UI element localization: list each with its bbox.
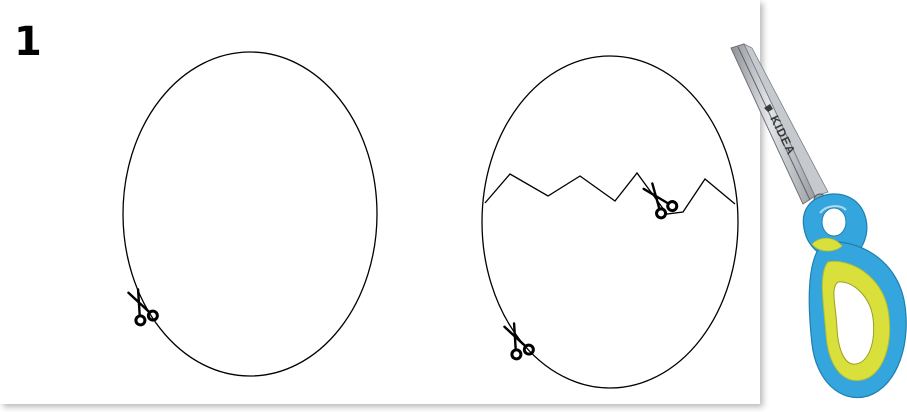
scissors-photo: KIDEA [731, 44, 906, 398]
scissors-cut-icon [643, 178, 679, 220]
scissors-cut-icon [504, 321, 534, 360]
scissors-cut-icon [128, 287, 158, 326]
plain-egg-template [123, 52, 377, 376]
cracked-egg-template [482, 56, 738, 388]
